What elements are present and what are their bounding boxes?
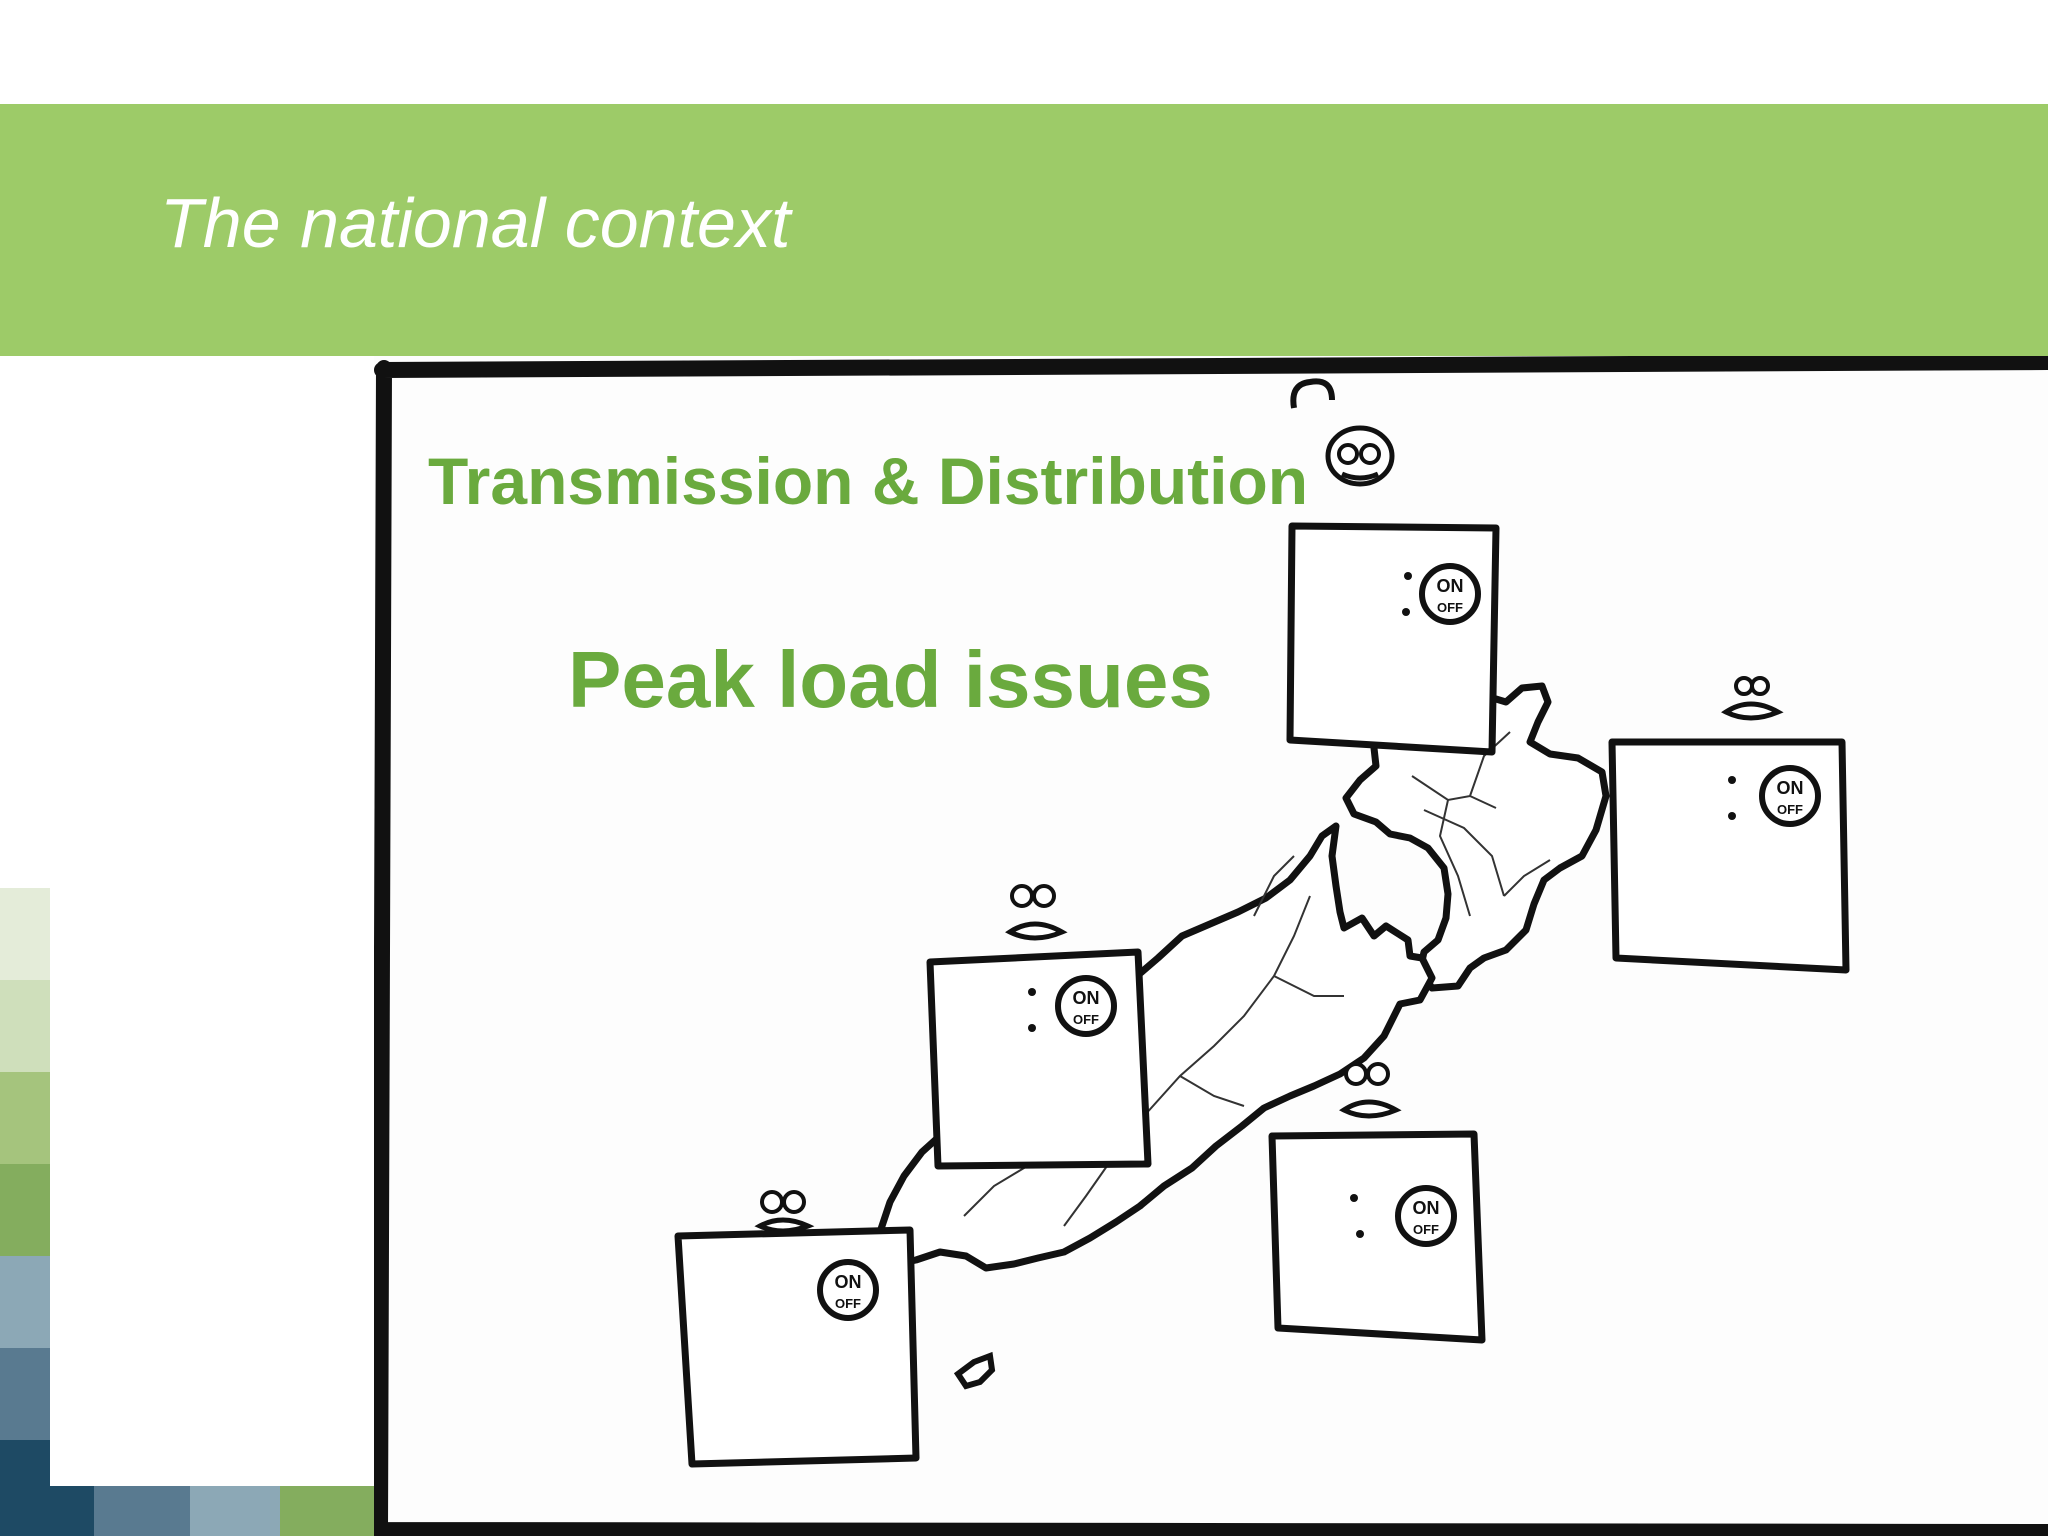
- slide-title: The national context: [160, 184, 791, 262]
- decorative-swatch: [280, 1486, 374, 1536]
- cartoon-frame-border: [374, 356, 2048, 1536]
- switch-box-south-right: ON OFF: [1268, 1062, 1486, 1344]
- decorative-swatch: [190, 1486, 280, 1536]
- decorative-swatch: [0, 888, 50, 980]
- switch-off-label: OFF: [1777, 802, 1803, 817]
- cartoon-svg: ON OFF ON OFF ON OFF: [374, 356, 2048, 1536]
- switch-box-north-top: ON OFF: [1286, 378, 1500, 756]
- decorative-swatch: [0, 1486, 94, 1536]
- switch-on-label: ON: [835, 1272, 862, 1292]
- decorative-swatch: [94, 1486, 190, 1536]
- switch-off-label: OFF: [1437, 600, 1463, 615]
- decorative-swatch: [0, 980, 50, 1072]
- switch-box-south-center: ON OFF: [926, 884, 1152, 1170]
- decorative-swatch: [0, 1072, 50, 1164]
- switch-box-south-bottom-left: ON OFF: [674, 1190, 920, 1468]
- title-banner: [0, 104, 2048, 356]
- decorative-swatch: [0, 1164, 50, 1256]
- switch-off-label: OFF: [835, 1296, 861, 1311]
- switch-off-label: OFF: [1073, 1012, 1099, 1027]
- stewart-island: [953, 1351, 996, 1390]
- cartoon-illustration: ON OFF ON OFF ON OFF: [374, 356, 2048, 1536]
- switch-on-label: ON: [1437, 576, 1464, 596]
- south-island-regions: [963, 855, 1344, 1227]
- section-subtitle: Transmission & Distribution: [428, 444, 1309, 518]
- switch-off-label: OFF: [1413, 1222, 1439, 1237]
- north-island-outline: [1342, 682, 1610, 992]
- decorative-swatch: [0, 1348, 50, 1440]
- headline: Peak load issues: [568, 635, 1213, 724]
- switch-box-north-right: ON OFF: [1608, 676, 1850, 974]
- switch-on-label: ON: [1777, 778, 1804, 798]
- north-island-regions: [1411, 731, 1551, 917]
- switch-on-label: ON: [1073, 988, 1100, 1008]
- decorative-swatch: [0, 1256, 50, 1348]
- switch-on-label: ON: [1413, 1198, 1440, 1218]
